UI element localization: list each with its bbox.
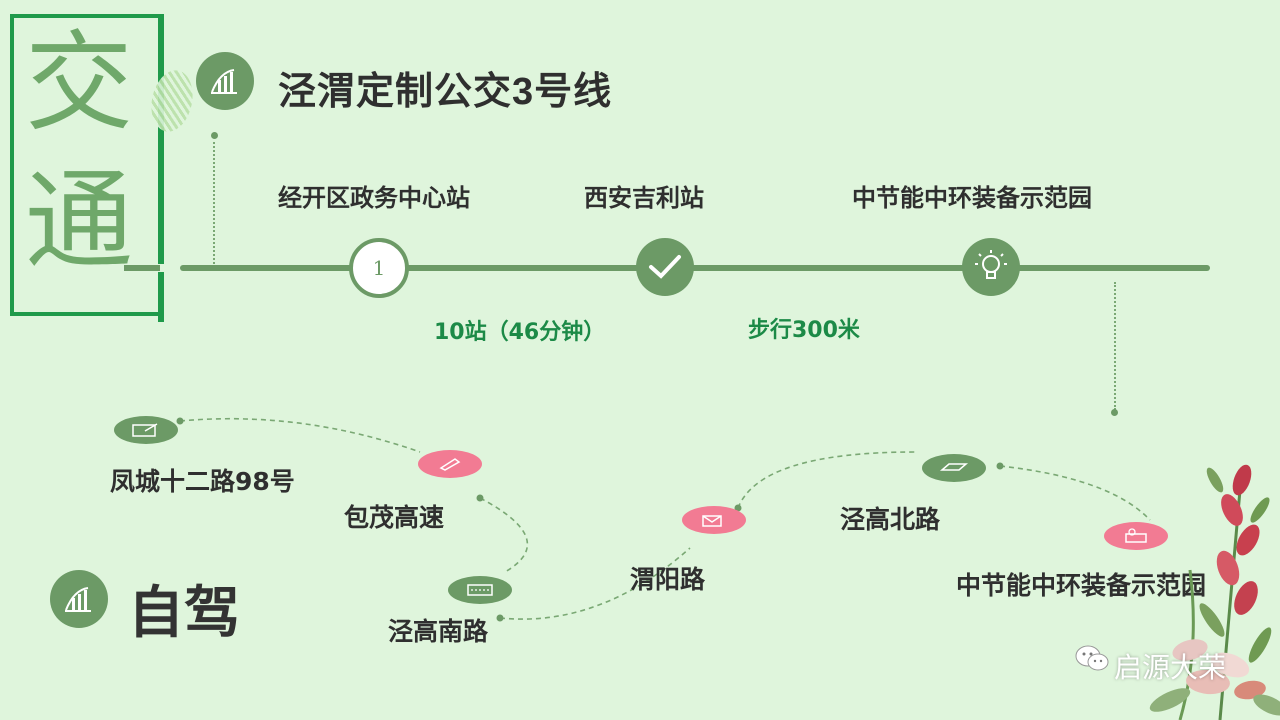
title-frame xyxy=(10,14,162,316)
wechat-icon xyxy=(1074,644,1110,674)
heading-char-top: 交 xyxy=(24,21,133,146)
right-connector-line xyxy=(1114,282,1116,410)
route-label-6: 中节能中环装备示范园 xyxy=(956,571,1207,600)
route-icon-1 xyxy=(114,416,178,444)
number-one-icon: 1 xyxy=(372,256,386,280)
timeline-line xyxy=(180,265,1210,271)
route-label-3: 泾高南路 xyxy=(388,617,489,646)
lightbulb-icon xyxy=(962,238,1020,296)
route-icon-5 xyxy=(922,454,986,482)
frame-bar-top xyxy=(158,14,164,264)
connector-dot xyxy=(211,132,218,139)
frame-bar-bottom xyxy=(158,272,164,322)
bus-route-title: 泾渭定制公交3号线 xyxy=(278,71,613,113)
route-label-2: 包茂高速 xyxy=(344,503,445,532)
flower-decoration xyxy=(1149,464,1280,720)
route-label-4: 渭阳路 xyxy=(630,565,706,594)
chart-icon xyxy=(196,52,254,110)
right-connector-dot xyxy=(1111,409,1118,416)
stop-label-1: 经开区政务中心站 xyxy=(278,184,470,212)
route-label-5: 泾高北路 xyxy=(840,505,941,534)
segment-label-bus: 10站（46分钟） xyxy=(434,320,606,345)
segment-label-walk: 步行300米 xyxy=(748,318,860,343)
route-icon-3 xyxy=(448,576,512,604)
timeline-stub xyxy=(124,265,160,271)
connector-line xyxy=(213,142,215,264)
stop-label-2: 西安吉利站 xyxy=(584,184,704,212)
route-icon-6 xyxy=(1104,522,1168,550)
chart-icon xyxy=(50,570,108,628)
check-icon xyxy=(636,238,694,296)
watermark-text: 启源大荣 xyxy=(1114,651,1227,684)
route-label-1: 凤城十二路98号 xyxy=(110,467,295,496)
stop-node-1: 1 xyxy=(349,238,409,298)
stop-label-3: 中节能中环装备示范园 xyxy=(852,184,1092,212)
heading-char-bottom: 通 xyxy=(24,159,133,284)
route-icon-4 xyxy=(682,506,746,534)
self-drive-title: 自驾 xyxy=(128,581,240,646)
route-icon-2 xyxy=(418,450,482,478)
